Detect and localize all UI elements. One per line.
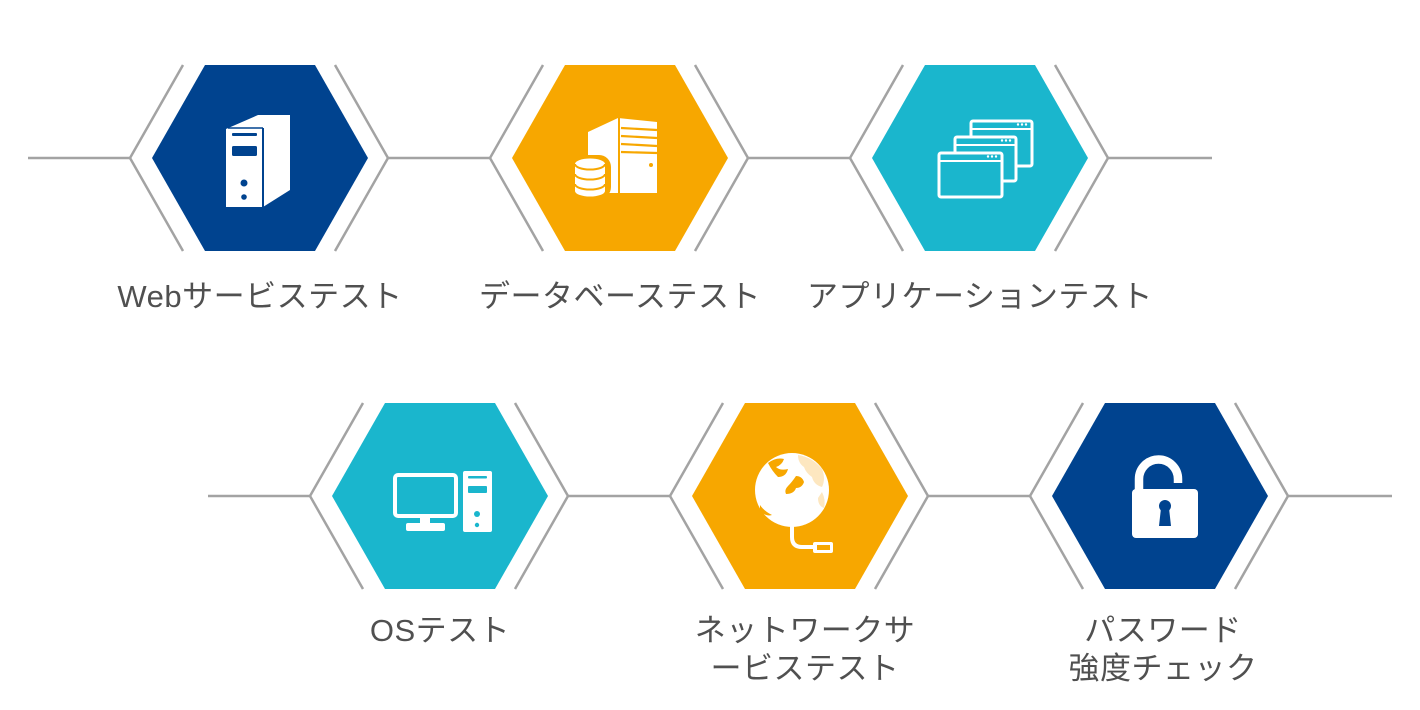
app-windows-icon (937, 119, 1034, 199)
label-line: アプリケーションテスト (807, 279, 1153, 314)
hex-outline-right (693, 64, 750, 252)
hex-outline-right (333, 64, 390, 252)
desktop-computer-icon (393, 471, 492, 532)
hex-outline-left (128, 64, 185, 252)
label-line: Webサービステスト (117, 279, 403, 314)
hexagon (332, 403, 548, 589)
node-os-test (308, 402, 570, 590)
label-line-2: 強度チェック (1068, 651, 1258, 686)
database-server-icon (571, 118, 658, 199)
label-database-test: データベーステスト (420, 278, 820, 316)
hex-outline-left (488, 64, 545, 252)
label-line-1: パスワード (1084, 613, 1242, 648)
hex-outline-left (1028, 402, 1085, 590)
hex-outline-right (1233, 402, 1290, 590)
node-password-strength-check (1028, 402, 1290, 590)
label-line-1: ネットワークサ (694, 613, 916, 648)
label-line: OSテスト (369, 613, 511, 648)
hex-outline-left (668, 402, 725, 590)
server-tower-icon (226, 115, 290, 207)
label-os-test: OSテスト (240, 612, 640, 650)
node-database-test (488, 64, 750, 252)
hex-outline-left (308, 402, 365, 590)
label-password-strength-check: パスワード 強度チェック (963, 612, 1363, 688)
label-application-test: アプリケーションテスト (780, 278, 1180, 316)
label-network-service-test: ネットワークサ ービステスト (605, 612, 1005, 688)
node-web-service-test (128, 64, 390, 252)
node-application-test (848, 64, 1110, 252)
hex-outline-right (873, 402, 930, 590)
node-network-service-test (668, 402, 930, 590)
hex-outline-right (513, 402, 570, 590)
label-line-2: ービステスト (710, 651, 900, 686)
label-line: データベーステスト (479, 279, 761, 314)
hex-outline-left (848, 64, 905, 252)
network-globe-icon (755, 453, 833, 553)
label-web-service-test: Webサービステスト (60, 278, 460, 316)
unlocked-padlock-icon (1132, 455, 1198, 538)
hex-outline-right (1053, 64, 1110, 252)
